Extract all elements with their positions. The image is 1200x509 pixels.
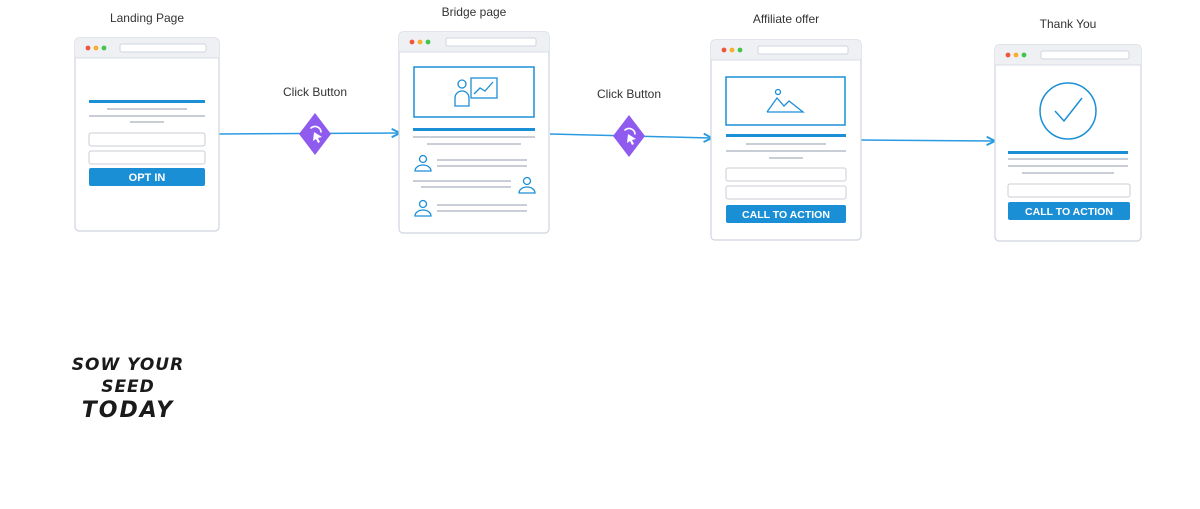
click-diamond-1 (299, 113, 331, 155)
call-to-action-label: CALL TO ACTION (1025, 206, 1113, 218)
affiliate-offer-mockup: CALL TO ACTION (710, 39, 862, 241)
opt-in-button-label: OPT IN (129, 172, 166, 184)
connector-label-1: Click Button (282, 85, 348, 99)
brand-logo: SOW YOUR SEED TODAY (58, 354, 198, 424)
presenter-chart-icon (454, 77, 498, 107)
page-title-affiliate: Affiliate offer (752, 12, 820, 26)
checkmark-circle-icon (1039, 82, 1097, 140)
landing-page-mockup: OPT IN (74, 37, 220, 232)
bridge-page-mockup (398, 31, 550, 234)
image-placeholder-icon (766, 88, 805, 113)
call-to-action-button (1008, 202, 1130, 220)
thank-you-mockup: CALL TO ACTION (994, 44, 1142, 242)
cursor-click-icon (310, 125, 322, 143)
connector-label-2: Click Button (596, 87, 662, 101)
cursor-click-icon (624, 127, 636, 145)
page-title-thank-you: Thank You (1039, 17, 1097, 31)
click-diamond-2 (613, 115, 645, 157)
call-to-action-label: CALL TO ACTION (742, 209, 830, 221)
logo-line-2: TODAY (81, 398, 175, 423)
connector-line-3 (860, 140, 994, 141)
user-icon (414, 154, 432, 172)
page-title-landing: Landing Page (109, 11, 185, 25)
page-title-bridge: Bridge page (441, 5, 507, 19)
logo-line-1: SOW YOUR SEED (71, 355, 185, 397)
opt-in-button (89, 168, 205, 186)
call-to-action-button (726, 205, 846, 223)
user-icon (414, 199, 432, 217)
user-icon (518, 176, 536, 194)
